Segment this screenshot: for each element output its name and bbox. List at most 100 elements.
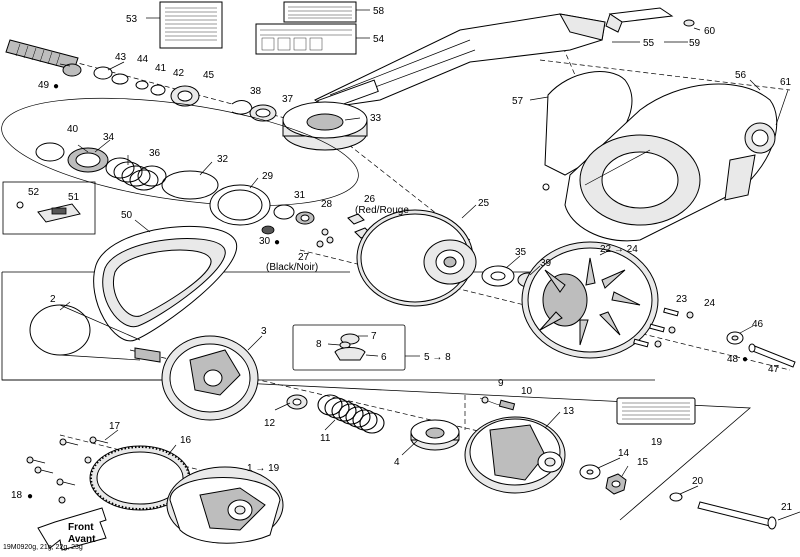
callout-11: 11	[320, 433, 331, 444]
callout-4: 4	[394, 457, 400, 468]
cvt-cover	[542, 71, 778, 242]
callout-55: 55	[643, 38, 655, 49]
callout-3: 3	[261, 326, 267, 337]
callout-43: 43	[115, 52, 127, 63]
callout-15: 15	[637, 457, 649, 468]
drop-icon-30: ●	[274, 237, 280, 248]
callout-45: 45	[203, 70, 215, 81]
callout-27: 27	[298, 252, 310, 263]
drop-icon-49: ●	[53, 81, 59, 92]
callout-40: 40	[67, 124, 79, 135]
inset-parts-5-8	[327, 333, 379, 361]
callout-leaders	[59, 9, 800, 521]
callout-10: 10	[521, 386, 533, 397]
callout-60: 60	[704, 26, 716, 37]
inset-box-51-52	[2, 181, 96, 235]
callout-22-24: 22 → 24	[600, 244, 638, 255]
callout-36: 36	[149, 148, 161, 159]
callout-35: 35	[515, 247, 527, 258]
bolt-20-21	[669, 492, 777, 530]
callout-19: 19	[651, 437, 663, 448]
callout-49: 49	[38, 80, 50, 91]
callout-61: 61	[780, 77, 792, 88]
bolts-17-18	[26, 436, 109, 504]
callout-38: 38	[250, 86, 262, 97]
callout-9: 9	[498, 378, 504, 389]
callout-56: 56	[735, 70, 747, 81]
callout-57: 57	[512, 96, 524, 107]
note-black: (Black/Noir)	[266, 262, 318, 273]
callout-59: 59	[689, 38, 701, 49]
label-53-decal	[159, 1, 223, 49]
callout-42: 42	[173, 68, 185, 79]
callout-41: 41	[155, 63, 167, 74]
drive-pulley-assembly-1	[166, 466, 284, 544]
washer-nut-14-15	[579, 464, 627, 495]
driven-shaft-parts	[5, 39, 277, 122]
cover-13	[464, 416, 566, 494]
small-hardware	[261, 204, 372, 248]
drive-pulley-parts	[29, 304, 259, 421]
callout-6: 6	[381, 352, 387, 363]
callout-2: 2	[50, 294, 56, 305]
callout-54: 54	[373, 34, 385, 45]
callout-numbers: 53 58 54 55 59 60 56 61 57 43 44 41 42 4…	[11, 6, 793, 513]
sheave-hardware	[633, 307, 796, 368]
label-58-decal	[283, 1, 357, 23]
callout-34: 34	[103, 132, 115, 143]
callout-33: 33	[370, 113, 382, 124]
sheave-25	[356, 209, 477, 307]
callout-48: 48	[727, 354, 739, 365]
callout-7: 7	[371, 331, 377, 342]
cam-33	[282, 101, 368, 151]
callout-53: 53	[126, 14, 138, 25]
callout-39: 39	[540, 258, 552, 269]
callout-32: 32	[217, 154, 229, 165]
front-label-fr: Avant	[68, 534, 96, 545]
callout-46: 46	[752, 319, 764, 330]
callout-24: 24	[704, 298, 716, 309]
callout-29: 29	[262, 171, 274, 182]
callout-58: 58	[373, 6, 385, 17]
callout-17: 17	[109, 421, 121, 432]
spring-11-ring-12-spider-4	[286, 394, 516, 451]
front-label: Front	[68, 522, 94, 533]
ring-gear-16	[89, 445, 191, 511]
callout-47: 47	[768, 364, 780, 375]
warning-labels	[159, 1, 357, 55]
callout-31: 31	[294, 190, 306, 201]
callout-16: 16	[180, 435, 192, 446]
decal-19	[616, 397, 696, 425]
callout-23: 23	[676, 294, 688, 305]
callout-12: 12	[264, 418, 276, 429]
drop-icon-18: ●	[27, 491, 33, 502]
drive-belt-50	[93, 225, 238, 342]
callout-20: 20	[692, 476, 704, 487]
callout-28: 28	[321, 199, 333, 210]
callout-37: 37	[282, 94, 294, 105]
drop-icon-48: ●	[742, 354, 748, 365]
callout-51: 51	[68, 192, 80, 203]
inset-parts-51-52	[16, 201, 81, 223]
callout-26: 26	[364, 194, 376, 205]
inset-box-5-8	[292, 324, 406, 371]
front-arrow: Front Avant	[37, 507, 107, 551]
callout-8: 8	[316, 339, 322, 350]
callout-14: 14	[618, 448, 630, 459]
callout-52: 52	[28, 187, 40, 198]
note-red: (Red/Rouge	[355, 205, 409, 216]
callout-13: 13	[563, 406, 575, 417]
spring-and-rings	[35, 142, 271, 226]
callout-5-8: 5 → 8	[424, 352, 451, 363]
drawing-code: 19M0920g, 21g, 22g, 23g	[3, 544, 83, 551]
belt-outline-40	[1, 97, 359, 207]
driven-sheave-22	[521, 241, 659, 359]
guard-clip	[605, 7, 695, 33]
callout-44: 44	[137, 54, 149, 65]
callout-18: 18	[11, 490, 23, 501]
callout-30: 30	[259, 236, 271, 247]
callout-1-19: 1 → 19	[247, 463, 280, 474]
callout-50: 50	[121, 210, 133, 221]
